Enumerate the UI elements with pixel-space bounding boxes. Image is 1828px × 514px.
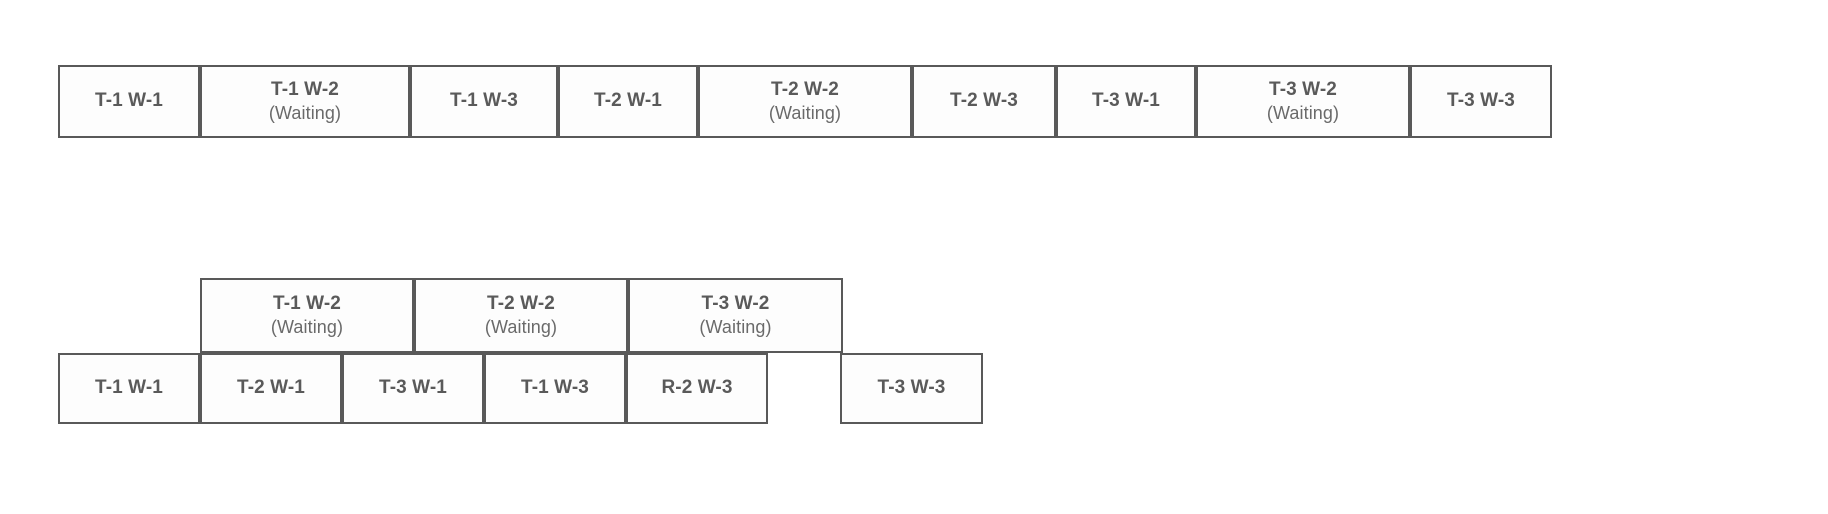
schedule-cell: T-3 W-1 bbox=[342, 353, 484, 424]
schedule-cell-status: (Waiting) bbox=[768, 103, 842, 124]
schedule-cell-label: T-3 W-1 bbox=[1092, 90, 1160, 112]
schedule-cell-label: T-1 W-1 bbox=[95, 90, 163, 112]
schedule-cell: T-1 W-2 (Waiting) bbox=[200, 65, 410, 138]
schedule-cell-status: (Waiting) bbox=[484, 317, 558, 338]
schedule-cell: T-3 W-2 (Waiting) bbox=[628, 278, 843, 353]
schedule-cell: T-1 W-2 (Waiting) bbox=[200, 278, 414, 353]
schedule-cell: T-1 W-1 bbox=[58, 65, 200, 138]
schedule-cell: T-2 W-2 (Waiting) bbox=[414, 278, 628, 353]
schedule-cell: R-2 W-3 bbox=[626, 353, 768, 424]
schedule-cell-label: T-1 W-3 bbox=[521, 377, 589, 399]
schedule-cell: T-2 W-2 (Waiting) bbox=[698, 65, 912, 138]
schedule-cell-label: T-2 W-2 bbox=[771, 78, 839, 100]
schedule-cell-status: (Waiting) bbox=[699, 317, 772, 338]
schedule-cell: T-2 W-1 bbox=[200, 353, 342, 424]
schedule-cell-label: T-2 W-1 bbox=[237, 377, 305, 399]
schedule-cell-label: T-1 W-3 bbox=[450, 90, 518, 112]
schedule-cell-status: (Waiting) bbox=[1266, 103, 1340, 124]
schedule-cell: T-1 W-3 bbox=[410, 65, 558, 138]
schedule-cell-label: T-3 W-2 bbox=[701, 292, 770, 314]
schedule-cell: T-3 W-3 bbox=[840, 353, 983, 424]
schedule-cell: T-2 W-3 bbox=[912, 65, 1056, 138]
schedule-cell-label: R-2 W-3 bbox=[661, 377, 733, 399]
schedule-cell-status: (Waiting) bbox=[270, 317, 344, 338]
schedule-cell: T-1 W-3 bbox=[484, 353, 626, 424]
schedule-cell: T-1 W-1 bbox=[58, 353, 200, 424]
schedule-cell-label: T-1 W-1 bbox=[95, 377, 163, 399]
schedule-cell-label: T-2 W-1 bbox=[594, 90, 662, 112]
schedule-cell-label: T-1 W-2 bbox=[273, 292, 341, 314]
schedule-cell: T-3 W-1 bbox=[1056, 65, 1196, 138]
schedule-cell: T-3 W-3 bbox=[1410, 65, 1552, 138]
schedule-cell-label: T-3 W-2 bbox=[1269, 78, 1337, 100]
schedule-cell-label: T-1 W-2 bbox=[271, 78, 339, 100]
schedule-cell-status: (Waiting) bbox=[268, 103, 342, 124]
schedule-cell-empty bbox=[768, 353, 840, 424]
schedule-cell: T-2 W-1 bbox=[558, 65, 698, 138]
schedule-cell-label: T-2 W-2 bbox=[487, 292, 555, 314]
schedule-cell-label: T-3 W-1 bbox=[379, 377, 447, 399]
schedule-cell-label: T-3 W-3 bbox=[1447, 90, 1515, 112]
schedule-cell: T-3 W-2 (Waiting) bbox=[1196, 65, 1410, 138]
schedule-cell-label: T-3 W-3 bbox=[877, 377, 946, 399]
schedule-cell-label: T-2 W-3 bbox=[950, 90, 1018, 112]
